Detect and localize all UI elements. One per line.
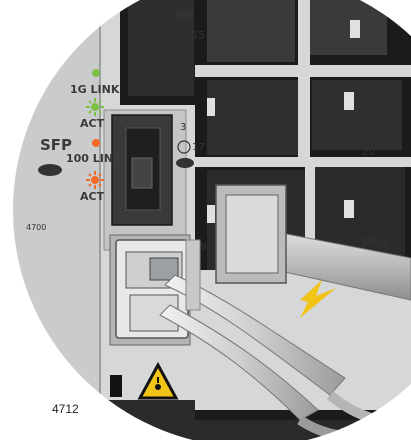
- label-port-20: 20: [362, 147, 375, 158]
- brand-text-fragment: plus: [361, 234, 389, 249]
- led-orange-active-icon: [86, 171, 104, 189]
- lower-panel: [195, 270, 411, 410]
- rj45-port: [207, 80, 302, 155]
- model-text-fragment: 4700: [26, 223, 46, 232]
- label-port-19: 9: [200, 242, 206, 253]
- la-badge: [38, 164, 62, 176]
- label-act-2: ACT: [80, 190, 105, 203]
- label-la-17: L/A: [180, 161, 190, 168]
- label-1g-link: 1G LINK: [70, 83, 120, 96]
- rj45-port: [207, 0, 295, 62]
- laser-warning-icon: [137, 361, 179, 400]
- label-la-15: L/A: [180, 12, 190, 19]
- led-green-active-icon: [86, 98, 104, 116]
- rj45-cable: [215, 184, 411, 301]
- led-green-icon: [92, 69, 100, 77]
- led-indicators: [86, 69, 104, 189]
- led-orange-icon: [92, 139, 100, 147]
- label-la-sfp: L/A: [43, 167, 54, 175]
- label-sfp: SFP: [40, 136, 72, 154]
- label-port-3: 3: [180, 122, 186, 133]
- figure-number: 4712: [52, 402, 79, 416]
- magnifier-outline: [11, 0, 411, 440]
- label-100-link: 100 LINK: [66, 152, 122, 165]
- label-act-1: ACT: [80, 117, 105, 130]
- label-port-17: 17: [192, 142, 205, 153]
- rj45-port: [312, 80, 402, 150]
- label-port-15: 15: [192, 30, 205, 41]
- lightning-logo-icon: [300, 280, 336, 318]
- rj45-port: [307, 0, 387, 55]
- port-led-17: [177, 140, 191, 154]
